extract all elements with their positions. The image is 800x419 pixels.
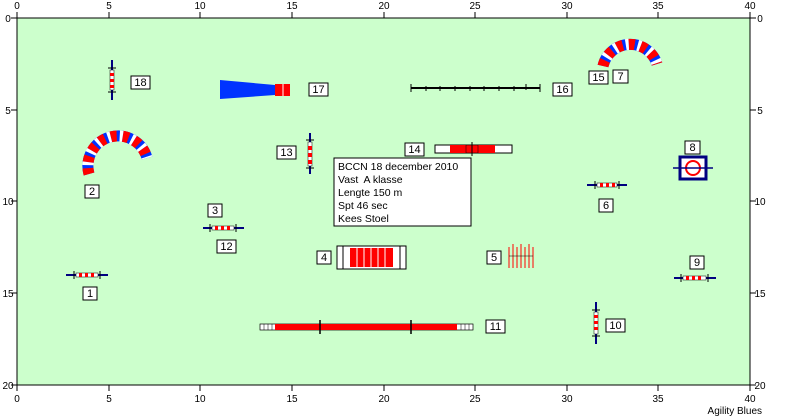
bottom-tick-label: 25 [469, 394, 481, 405]
svg-text:12: 12 [220, 241, 232, 253]
left-tick-label: 20 [2, 381, 14, 392]
label-6: 6 [598, 198, 614, 213]
hurdle-18[interactable] [108, 60, 116, 100]
tunnel-2[interactable] [82, 130, 153, 176]
left-tick-label: 10 [2, 197, 14, 208]
svg-text:7: 7 [617, 71, 623, 83]
top-tick-label: 15 [286, 1, 298, 12]
top-tick-label: 20 [378, 1, 390, 12]
right-tick-label: 0 [757, 14, 763, 25]
left-axis [11, 17, 17, 386]
top-tick-label: 30 [561, 1, 573, 12]
bottom-tick-label: 20 [378, 394, 390, 405]
svg-text:5: 5 [491, 252, 497, 264]
top-tick-label: 10 [194, 1, 206, 12]
top-tick-label: 5 [106, 1, 112, 12]
top-tick-label: 0 [14, 1, 20, 12]
info-line-judge: Kees Stoel [338, 213, 389, 225]
label-2: 2 [84, 184, 100, 199]
hurdle-9[interactable] [674, 274, 716, 282]
hurdle-6[interactable] [587, 181, 627, 189]
label-18: 18 [130, 75, 151, 90]
top-tick-label: 40 [744, 1, 756, 12]
table-8[interactable] [673, 155, 713, 181]
svg-text:1: 1 [87, 288, 93, 300]
hurdle-10[interactable] [592, 302, 600, 344]
dogwalk-11[interactable] [259, 320, 474, 334]
info-line-time: Spt 46 sec [338, 200, 388, 212]
bottom-tick-label: 30 [561, 394, 573, 405]
svg-text:6: 6 [603, 200, 609, 212]
label-4: 4 [316, 250, 332, 265]
svg-text:17: 17 [312, 84, 324, 96]
svg-text:3: 3 [212, 205, 218, 217]
hurdle-13[interactable] [306, 133, 314, 174]
bottom-tick-label: 15 [286, 394, 298, 405]
info-line-class: Vast A klasse [338, 174, 403, 186]
label-12: 12 [216, 239, 237, 254]
top-tick-label: 25 [469, 1, 481, 12]
hurdle-1[interactable] [66, 271, 108, 279]
bottom-tick-label: 35 [652, 394, 664, 405]
label-16: 16 [552, 82, 573, 97]
top-tick-label: 35 [652, 1, 664, 12]
right-tick-label: 20 [754, 381, 766, 392]
svg-text:2: 2 [89, 186, 95, 198]
svg-text:4: 4 [321, 252, 327, 264]
label-9: 9 [689, 255, 705, 270]
left-tick-label: 0 [5, 14, 11, 25]
label-14: 14 [404, 142, 425, 157]
info-line-title: BCCN 18 december 2010 [338, 161, 458, 173]
bottom-tick-label: 5 [106, 394, 112, 405]
svg-text:10: 10 [609, 320, 621, 332]
top-axis [16, 12, 751, 18]
label-11: 11 [485, 319, 506, 334]
bottom-tick-label: 0 [14, 394, 20, 405]
svg-text:14: 14 [408, 144, 420, 156]
tunnel-15-7[interactable] [597, 38, 663, 68]
left-tick-label: 15 [2, 289, 14, 300]
svg-text:15: 15 [592, 72, 604, 84]
svg-text:11: 11 [490, 321, 501, 333]
label-8: 8 [684, 140, 701, 155]
svg-text:9: 9 [694, 257, 700, 269]
label-5: 5 [486, 250, 502, 265]
right-axis [750, 17, 756, 386]
label-10: 10 [605, 318, 626, 333]
weave-poles-5[interactable] [508, 244, 534, 268]
seesaw-14[interactable] [434, 142, 513, 156]
left-tick-label: 5 [5, 106, 11, 117]
label-1: 1 [82, 286, 98, 301]
credit-label: Agility Blues [708, 406, 762, 417]
plank-16[interactable] [410, 84, 541, 92]
info-line-length: Lengte 150 m [338, 187, 402, 199]
label-13: 13 [276, 145, 297, 160]
bottom-tick-label: 10 [194, 394, 206, 405]
svg-text:13: 13 [280, 147, 292, 159]
right-tick-label: 15 [754, 289, 766, 300]
right-tick-label: 10 [754, 197, 766, 208]
right-tick-label: 5 [757, 106, 763, 117]
svg-text:16: 16 [556, 84, 568, 96]
bottom-axis [16, 385, 751, 391]
label-7: 7 [612, 69, 629, 84]
bottom-tick-label: 40 [744, 394, 756, 405]
hurdle-3-12[interactable] [203, 224, 244, 232]
course-info-box: BCCN 18 december 2010 Vast A klasse Leng… [333, 157, 472, 227]
tunnel-4[interactable] [336, 245, 407, 270]
svg-text:8: 8 [689, 142, 695, 154]
chute-17[interactable] [220, 80, 290, 99]
label-17: 17 [308, 82, 329, 97]
label-15: 15 [588, 70, 609, 85]
label-3: 3 [207, 203, 223, 218]
svg-text:18: 18 [134, 77, 146, 89]
